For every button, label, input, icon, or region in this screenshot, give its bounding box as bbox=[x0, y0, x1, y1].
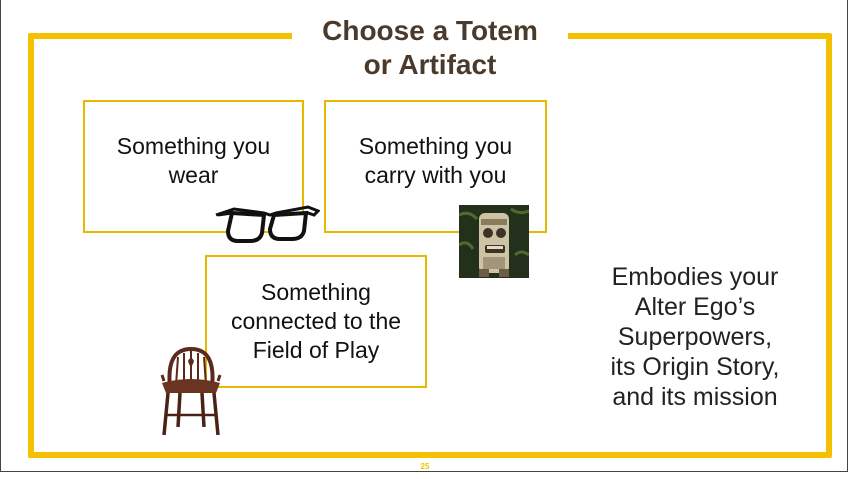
side-caption: Embodies your Alter Ego’s Superpowers, i… bbox=[575, 262, 815, 412]
slide-title: Choose a Totem or Artifact bbox=[292, 14, 568, 82]
side-caption-line-3: Superpowers, bbox=[617, 323, 773, 351]
windsor-chair-image bbox=[160, 346, 222, 436]
side-caption-line-2: Alter Ego’s bbox=[634, 293, 756, 321]
title-background bbox=[292, 8, 568, 88]
title-line-1: Choose a Totem bbox=[322, 15, 538, 46]
box-wear-line-1: Something you bbox=[116, 132, 271, 159]
side-caption-line-4: its Origin Story, bbox=[610, 353, 780, 381]
box-carry-line-1: Something you bbox=[358, 132, 513, 159]
box-wear: Something you wear bbox=[83, 100, 304, 233]
box-field-line-1: Something bbox=[261, 279, 371, 305]
side-caption-line-1: Embodies your bbox=[611, 263, 779, 291]
box-carry: Something you carry with you bbox=[324, 100, 547, 233]
box-wear-line-2: wear bbox=[168, 161, 219, 188]
tiki-totem-image bbox=[459, 205, 529, 278]
side-caption-line-5: and its mission bbox=[612, 383, 778, 411]
box-field-line-3: Field of Play bbox=[252, 337, 380, 363]
page-number: 25 bbox=[420, 462, 430, 471]
box-field-of-play: Something connected to the Field of Play bbox=[205, 255, 427, 388]
box-field-line-2: connected to the bbox=[230, 308, 402, 334]
box-carry-line-2: carry with you bbox=[364, 161, 507, 188]
title-line-2: or Artifact bbox=[363, 49, 497, 80]
glasses-icon bbox=[215, 205, 320, 243]
